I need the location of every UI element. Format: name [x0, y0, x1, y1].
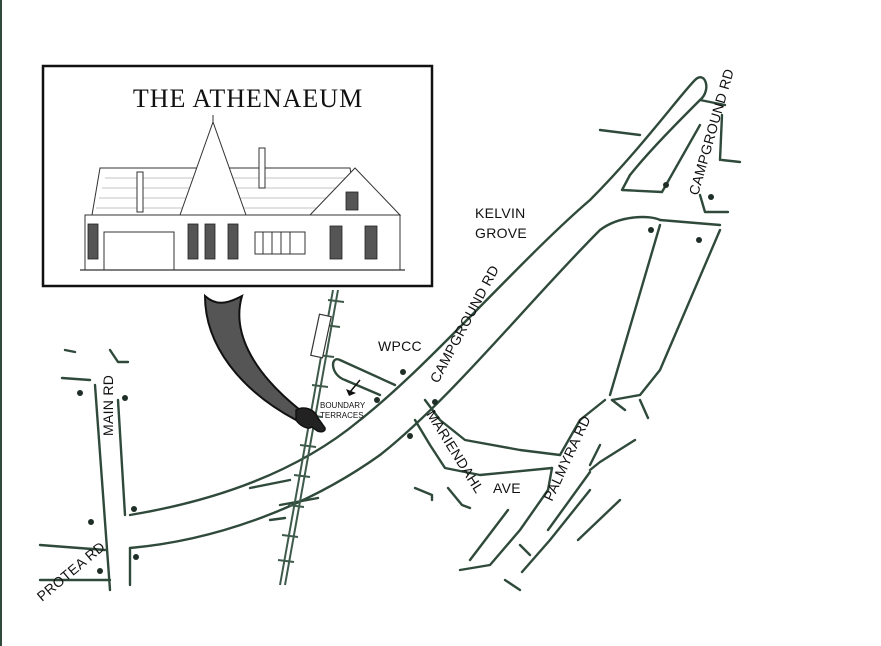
palmyra-rd-stubs — [610, 398, 650, 420]
label-ave: AVE — [493, 480, 521, 496]
protea-rd — [38, 543, 112, 582]
dot-mariendahl-1 — [432, 399, 438, 405]
campground-rd-top-right — [698, 113, 742, 214]
campground-rd-loop — [620, 123, 702, 194]
dot-campground-top-1 — [663, 182, 669, 188]
dot-main-3 — [131, 506, 137, 512]
left-border — [0, 0, 2, 646]
side-stubs — [413, 486, 532, 592]
railway-line-right — [284, 289, 339, 586]
dot-protea-2 — [97, 568, 103, 574]
dot-main-2 — [122, 395, 128, 401]
roads — [38, 76, 742, 592]
dot-campground-top-3 — [696, 237, 702, 243]
mariendahl-ave-lower — [413, 418, 554, 477]
pointer-hand-icon — [295, 407, 326, 433]
label-campground-top: CAMPGROUND RD — [686, 67, 737, 197]
railway — [277, 289, 345, 586]
boundary-arrow-head — [346, 389, 356, 396]
campground-rd-lower-edge — [128, 215, 662, 550]
pointer-sleeve — [203, 293, 302, 422]
label-main-rd: MAIN RD — [100, 375, 116, 436]
dot-boundary — [374, 397, 380, 403]
dot-kelvin — [648, 227, 654, 233]
location-pointer — [203, 293, 326, 433]
athenaeum-inset: THE ATHENAEUM — [41, 64, 434, 288]
mariendahl-cross — [458, 398, 607, 572]
palmyra-rd-lower — [520, 438, 637, 574]
label-wpcc: WPCC — [378, 338, 422, 354]
dot-main-4 — [88, 519, 94, 525]
dot-mariendahl-2 — [407, 433, 413, 439]
boundary-arrow — [349, 379, 361, 393]
main-rd-left-edge — [93, 383, 112, 592]
main-rd-top — [60, 348, 130, 382]
boundary-terraces-road — [248, 478, 320, 522]
railway-ties — [277, 299, 345, 563]
label-boundary: BOUNDARY — [320, 401, 366, 410]
label-palmyra-rd: PALMYRA RD — [540, 413, 593, 503]
palmyra-rd-left-edge — [608, 223, 662, 397]
label-kelvin: KELVIN — [475, 205, 526, 221]
dot-campground-top-2 — [708, 194, 714, 200]
mariendahl-ave-upper — [423, 398, 562, 457]
label-grove: GROVE — [475, 225, 527, 241]
main-rd-right-edge — [116, 398, 132, 587]
dot-protea-1 — [133, 554, 139, 560]
label-campground-main: CAMPGROUND RD — [427, 263, 502, 386]
label-terraces: TERRACES — [320, 411, 364, 420]
campground-rd-top-branch — [598, 98, 727, 227]
inset-title: THE ATHENAEUM — [133, 84, 363, 113]
dot-wpcc — [400, 369, 406, 375]
station-platform — [310, 313, 332, 359]
palmyra-rd-right-edge — [610, 228, 722, 402]
athenaeum-building-icon — [80, 115, 405, 271]
dot-main-1 — [77, 390, 83, 396]
wpcc-loop — [331, 358, 397, 397]
landmark-dots — [77, 182, 714, 574]
